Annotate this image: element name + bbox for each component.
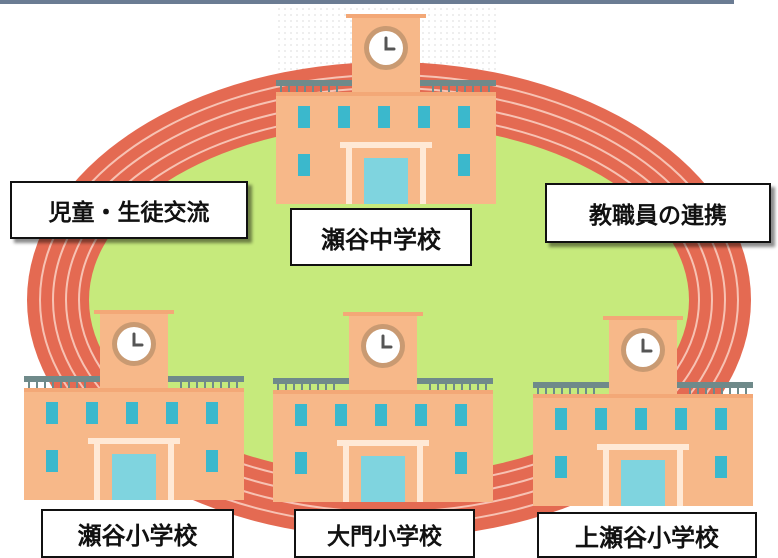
student-exchange-label: 児童・生徒交流 bbox=[10, 181, 248, 239]
middle-school-name: 瀬谷中学校 bbox=[290, 208, 472, 266]
top-divider bbox=[0, 0, 734, 4]
elementary-school-left-name: 瀬谷小学校 bbox=[41, 509, 234, 558]
staff-collaboration-label: 教職員の連携 bbox=[545, 183, 771, 243]
elementary-school-right-name: 上瀬谷小学校 bbox=[537, 512, 757, 558]
elementary-school-center-name: 大門小学校 bbox=[294, 509, 475, 558]
